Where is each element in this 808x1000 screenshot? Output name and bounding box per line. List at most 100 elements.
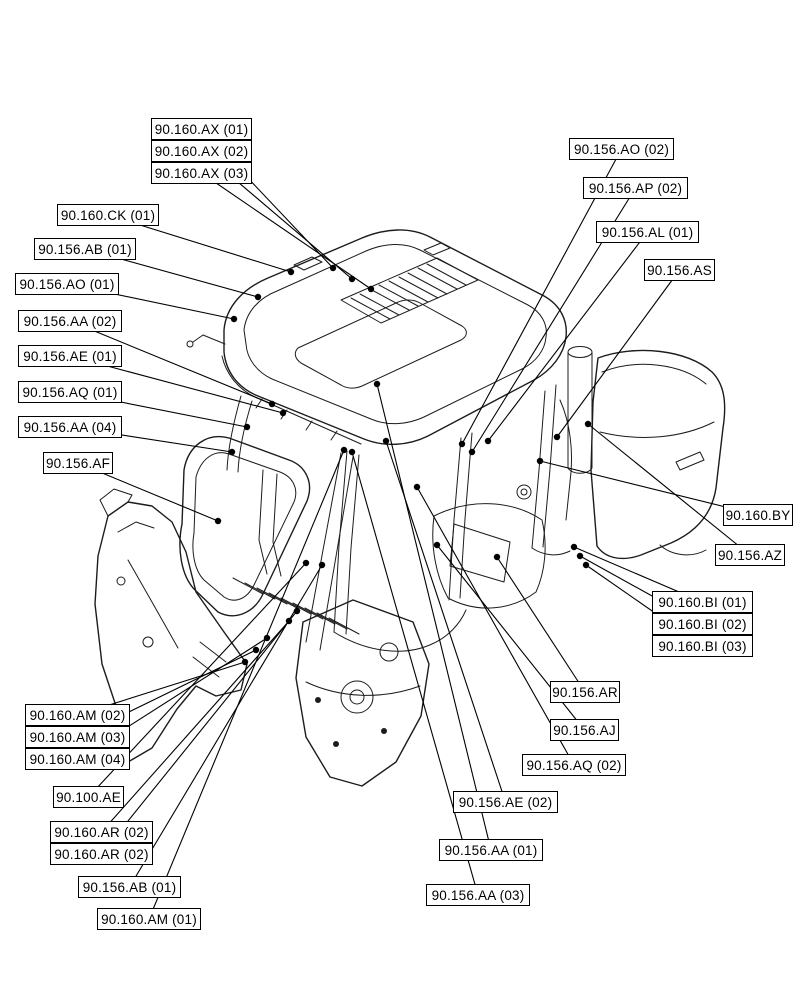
seat-base	[449, 523, 511, 583]
hood-rear-step	[659, 544, 707, 556]
leader-dot	[553, 433, 561, 441]
leader-line	[351, 451, 479, 896]
part-label-90-156-aq-01: 90.156.AQ (01)	[18, 381, 122, 403]
part-label-90-156-ae-01: 90.156.AE (01)	[18, 345, 122, 367]
leader-dot	[367, 285, 375, 293]
cab-hood-divider	[559, 399, 572, 521]
gearbox	[295, 599, 430, 787]
roof-ac-unit-outline	[340, 257, 479, 324]
part-label-90-156-as: 90.156.AS	[644, 259, 715, 281]
part-label-90-156-az: 90.156.AZ	[715, 544, 785, 566]
c-pillar	[448, 432, 473, 601]
leader-lines	[66, 128, 759, 920]
bracket-bolt-small	[116, 576, 126, 586]
leader-dot	[493, 553, 501, 561]
roof-assembly	[186, 229, 567, 446]
leader-dot	[348, 448, 356, 456]
gearbox-port	[379, 642, 399, 662]
gearbox-outline	[295, 599, 430, 787]
part-label-90-156-ab-01: 90.156.AB (01)	[34, 238, 136, 260]
cap-detail-inner	[520, 488, 528, 496]
leader-dot	[228, 448, 236, 456]
roof-front-gutter	[221, 355, 362, 445]
part-label-90-160-am-03: 90.160.AM (03)	[25, 726, 130, 748]
leader-dot	[382, 437, 390, 445]
gearbox-bolt-1	[315, 697, 321, 703]
leader-dot	[536, 457, 544, 465]
a-pillar	[226, 395, 253, 473]
roof-clips	[255, 398, 338, 441]
hood-outline	[590, 349, 726, 560]
leader-dot	[373, 380, 381, 388]
leader-dot	[329, 264, 337, 272]
part-label-90-156-ao-02: 90.156.AO (02)	[569, 138, 674, 160]
roof-outline	[223, 229, 567, 446]
gearbox-bolt-3	[381, 728, 387, 734]
bracket-outline	[94, 501, 248, 763]
windshield-outline	[179, 436, 311, 617]
leader-dot	[468, 448, 476, 456]
rear-fender-inner	[432, 503, 546, 609]
cab-line-drawing	[94, 229, 726, 787]
roof-ac-unit-hatching	[350, 263, 467, 320]
part-label-90-156-ae-02: 90.156.AE (02)	[453, 791, 558, 813]
leader-line	[487, 231, 648, 442]
leader-line	[416, 486, 575, 766]
leader-line	[69, 320, 273, 405]
leader-dot	[241, 658, 249, 666]
part-label-90-160-ck-01: 90.160.CK (01)	[57, 204, 159, 226]
part-label-90-156-al-01: 90.156.AL (01)	[596, 221, 699, 243]
gearbox-bolt-2	[333, 741, 339, 747]
part-label-90-160-bi-03: 90.160.BI (03)	[652, 635, 753, 657]
leader-dot	[348, 275, 356, 283]
part-label-90-160-am-04: 90.160.AM (04)	[25, 748, 130, 770]
leader-dot	[582, 561, 590, 569]
gearbox-hub-outer	[340, 680, 374, 714]
leader-dot	[458, 440, 466, 448]
part-label-90-160-am-01: 90.160.AM (01)	[97, 908, 201, 930]
roof-beacon-left	[293, 256, 323, 271]
roof-beacon-right	[423, 242, 451, 256]
part-label-90-156-ar: 90.156.AR	[550, 681, 620, 703]
leader-dot	[340, 446, 348, 454]
part-label-90-156-ao-01: 90.156.AO (01)	[15, 273, 119, 295]
leader-dot	[318, 561, 326, 569]
part-label-90-160-ar-02: 90.160.AR (02)	[50, 821, 153, 843]
leader-dot	[268, 400, 276, 408]
center-column	[258, 469, 282, 577]
hood-handle	[675, 451, 705, 471]
bracket-bolt-large	[142, 636, 154, 648]
hood-assembly	[567, 346, 726, 560]
cap-detail-outer	[516, 484, 532, 500]
leader-dot	[570, 543, 578, 551]
front-braces	[305, 452, 354, 651]
leader-line	[201, 172, 372, 290]
b-pillar	[333, 450, 360, 635]
part-label-90-160-am-02: 90.160.AM (02)	[25, 704, 130, 726]
leader-dot	[279, 409, 287, 417]
leader-line	[148, 449, 345, 920]
leader-line	[496, 556, 586, 693]
loader-bracket	[94, 488, 248, 763]
part-label-90-156-af: 90.156.AF	[43, 452, 113, 474]
leader-dot	[584, 420, 592, 428]
leader-dot	[214, 517, 222, 525]
part-label-90-160-bi-02: 90.160.BI (02)	[652, 613, 753, 635]
leader-dot	[413, 483, 421, 491]
gearbox-hub-inner	[349, 689, 365, 705]
part-label-90-156-aa-04: 90.156.AA (04)	[18, 416, 122, 438]
leader-dot	[254, 293, 262, 301]
gearbox-rib	[305, 681, 421, 696]
part-label-90-160-ax-03: 90.160.AX (03)	[151, 162, 252, 184]
leader-dot	[243, 423, 251, 431]
leader-line	[376, 383, 492, 851]
mirror-arm	[192, 334, 226, 345]
part-label-90-156-aj: 90.156.AJ	[550, 719, 619, 741]
leader-line	[556, 269, 680, 438]
part-label-90-156-aa-01: 90.156.AA (01)	[439, 839, 543, 861]
rear-pillar	[531, 384, 557, 549]
leader-line	[587, 423, 751, 556]
part-label-90-156-ab-01: 90.156.AB (01)	[78, 876, 181, 898]
